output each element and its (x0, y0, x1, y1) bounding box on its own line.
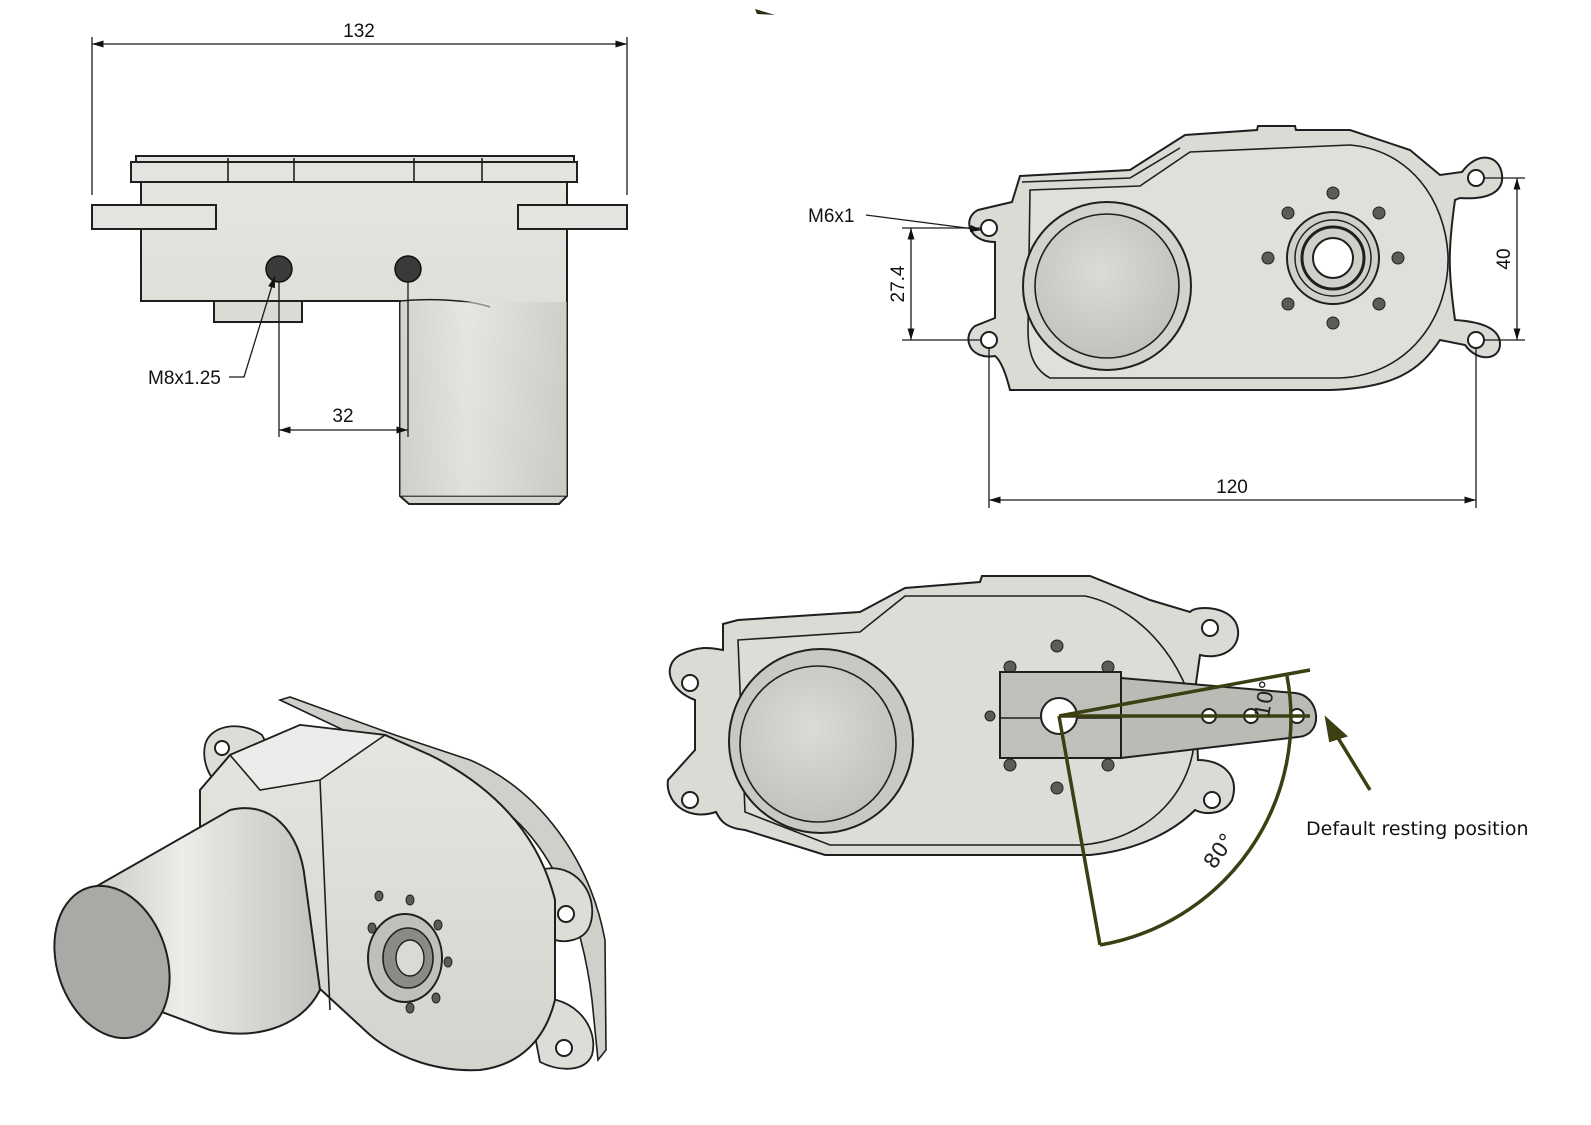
dim-32-label: 32 (332, 406, 353, 427)
top-mount-hole-1 (980, 219, 998, 237)
top-mount-hole-2 (980, 331, 998, 349)
top-mount-hole-4 (1467, 331, 1485, 349)
stray-mark (755, 9, 775, 15)
arm-view: 10° 80° Default resting position (666, 575, 1529, 947)
thread-callout-m6: M6x1 (808, 206, 854, 227)
angle-arc (1099, 675, 1293, 947)
dim-40-label: 40 (1494, 248, 1515, 269)
angle-line-10deg (1058, 668, 1311, 718)
front-boss (213, 300, 303, 323)
top-view: M6x1 27.4 40 120 (808, 125, 1525, 508)
front-tapped-hole-left (265, 255, 293, 283)
front-lid (130, 161, 578, 183)
front-flange-right (517, 204, 628, 230)
dim-27-4-label: 27.4 (888, 265, 909, 302)
isometric-view (53, 696, 607, 1072)
front-flange-left (91, 204, 217, 230)
top-mount-hole-3 (1467, 169, 1485, 187)
angle-line-80deg (1057, 715, 1102, 946)
iso-bolt-circle (367, 890, 453, 1014)
arm-lever (1120, 676, 1317, 760)
rest-arrow-head (1324, 715, 1348, 743)
rest-position-note: Default resting position (1306, 818, 1529, 840)
front-view: 132 32 M8x1.25 (91, 21, 628, 505)
front-tapped-hole-right (394, 255, 422, 283)
top-output-bore (1312, 237, 1354, 279)
top-bolt-circle (1261, 186, 1405, 330)
iso-cylinder-end (53, 884, 171, 1040)
dim-120-label: 120 (1216, 477, 1248, 498)
thread-callout-m8: M8x1.25 (148, 368, 221, 389)
angle-label-80: 80° (1199, 829, 1240, 873)
dim-132-label: 132 (343, 21, 375, 42)
